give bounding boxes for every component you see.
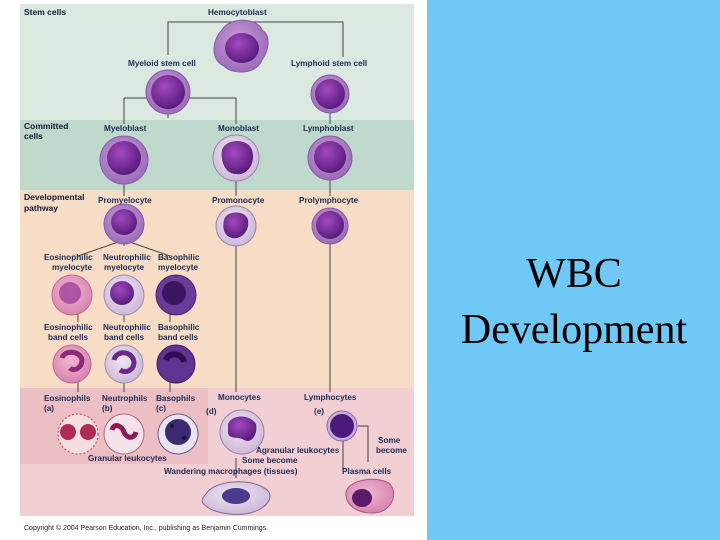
plasma-cell [345,478,395,514]
lymphocytes-label: Lymphocytes [304,393,357,402]
promyelocyte-label: Promyelocyte [98,196,152,205]
macrophage-cell [201,481,271,515]
basophils-letter: (c) [156,404,166,413]
neutrophil-cell [103,413,145,455]
wbc-development-figure: Stem cells Committed cells Developmental… [0,0,427,540]
neutrophilic-band-cell [104,344,144,384]
eosinophilic-band-label-2: band cells [48,333,88,342]
stage-developmental-label-2: pathway [24,203,58,213]
some-label: Some [378,436,401,445]
basophilic-myelocyte-label-2: myelocyte [158,263,198,272]
hemocytoblast-label: Hemocytoblast [208,8,267,17]
lymphoblast-cell [307,135,353,181]
stage-committed-label-2: cells [24,131,43,141]
basophil-cell [157,413,199,455]
prolymphocyte-cell [311,207,349,245]
basophilic-band-cell [156,344,196,384]
some-become-label: Some become [242,456,298,465]
slide-title-line-1: WBC [526,251,622,297]
neutrophils-letter: (b) [102,404,113,413]
eosinophilic-band-cell [52,344,92,384]
monocyte-cell [219,409,265,455]
eosinophilic-myelocyte-label-2: myelocyte [52,263,92,272]
eosinophilic-myelocyte-label: Eosinophilic [44,253,93,262]
eosinophils-letter: (a) [44,404,54,413]
myeloid-stem-cell [145,69,191,115]
copyright-text: Copyright © 2004 Pearson Education, Inc.… [24,524,268,532]
basophilic-myelocyte-cell [155,274,197,316]
slide-title-line-2: Development [460,307,688,353]
myeloid-stem-label: Myeloid stem cell [128,59,196,68]
eosinophil-cell [57,413,99,455]
lymphoid-stem-cell [310,74,350,114]
monoblast-label: Monoblast [218,124,259,133]
prolymphocyte-label: Prolymphocyte [299,196,359,205]
lymphocyte-cell [326,410,358,442]
promyelocyte-cell [103,203,145,245]
neutrophilic-myelocyte-label-2: myelocyte [104,263,144,272]
basophils-label: Basophils [156,394,196,403]
neutrophilic-myelocyte-cell [103,274,145,316]
promonocyte-cell [215,205,257,247]
neutrophils-label: Neutrophils [102,394,148,403]
lymphocyte-letter: (e) [314,407,324,416]
hematopoiesis-diagram: Stem cells Committed cells Developmental… [20,4,414,532]
stage-developmental-label: Developmental [24,192,84,202]
stage-committed-label: Committed [24,121,68,131]
monocytes-label: Monocytes [218,393,261,402]
monoblast-cell [212,134,260,182]
myeloblast-label: Myeloblast [104,124,147,133]
stage-stem-label: Stem cells [24,7,66,17]
basophilic-band-label-2: band cells [158,333,198,342]
lymphoid-stem-label: Lymphoid stem cell [291,59,367,68]
become-label: become [376,446,407,455]
eosinophilic-band-label: Eosinophilic [44,323,93,332]
stem-band [20,4,414,120]
hemocytoblast-cell [213,19,269,73]
slide-title: WBC Development [428,246,720,358]
monocyte-letter: (d) [206,407,217,416]
promonocyte-label: Promonocyte [212,196,265,205]
eosinophils-label: Eosinophils [44,394,91,403]
plasma-cells-label: Plasma cells [342,467,392,476]
basophilic-band-label: Basophilic [158,323,200,332]
neutrophilic-myelocyte-label: Neutrophilic [103,253,151,262]
myeloblast-cell [99,135,149,185]
agranular-leukocytes-label: Agranular leukocytes [256,446,340,455]
wandering-macrophages-label: Wandering macrophages (tissues) [164,467,298,476]
granular-leukocytes-label: Granular leukocytes [88,454,167,463]
basophilic-myelocyte-label: Basophilic [158,253,200,262]
neutrophilic-band-label-2: band cells [104,333,144,342]
eosinophilic-myelocyte-cell [51,274,93,316]
neutrophilic-band-label: Neutrophilic [103,323,151,332]
lymphoblast-label: Lymphoblast [303,124,354,133]
